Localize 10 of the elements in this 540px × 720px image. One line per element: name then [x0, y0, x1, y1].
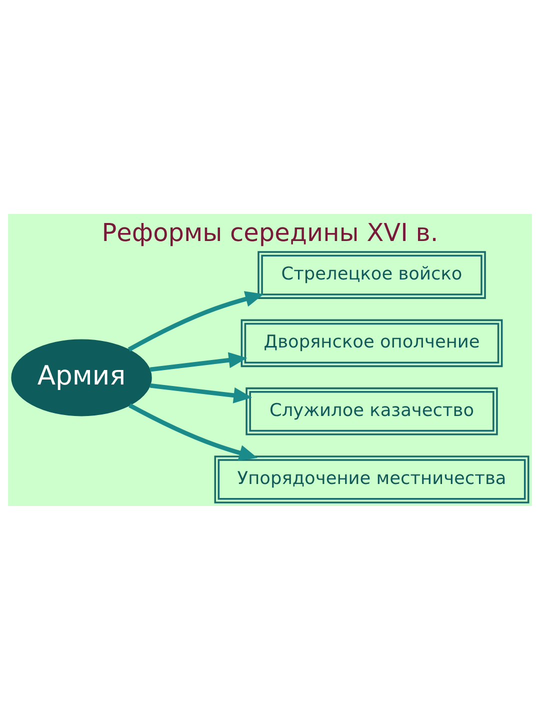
arrow [128, 291, 264, 352]
node-box: Стрелецкое войско [258, 251, 486, 299]
node-ellipse: Армия [11, 339, 152, 416]
node-box: Упорядочение местничества [214, 456, 530, 504]
arrow [150, 383, 252, 404]
arrow [150, 352, 248, 372]
node-box: Дворянское ополчение [240, 319, 503, 368]
node-box: Служилое казачество [246, 387, 498, 436]
arrow [128, 403, 258, 461]
diagram-title: Реформы середины XVI в. [102, 218, 438, 247]
